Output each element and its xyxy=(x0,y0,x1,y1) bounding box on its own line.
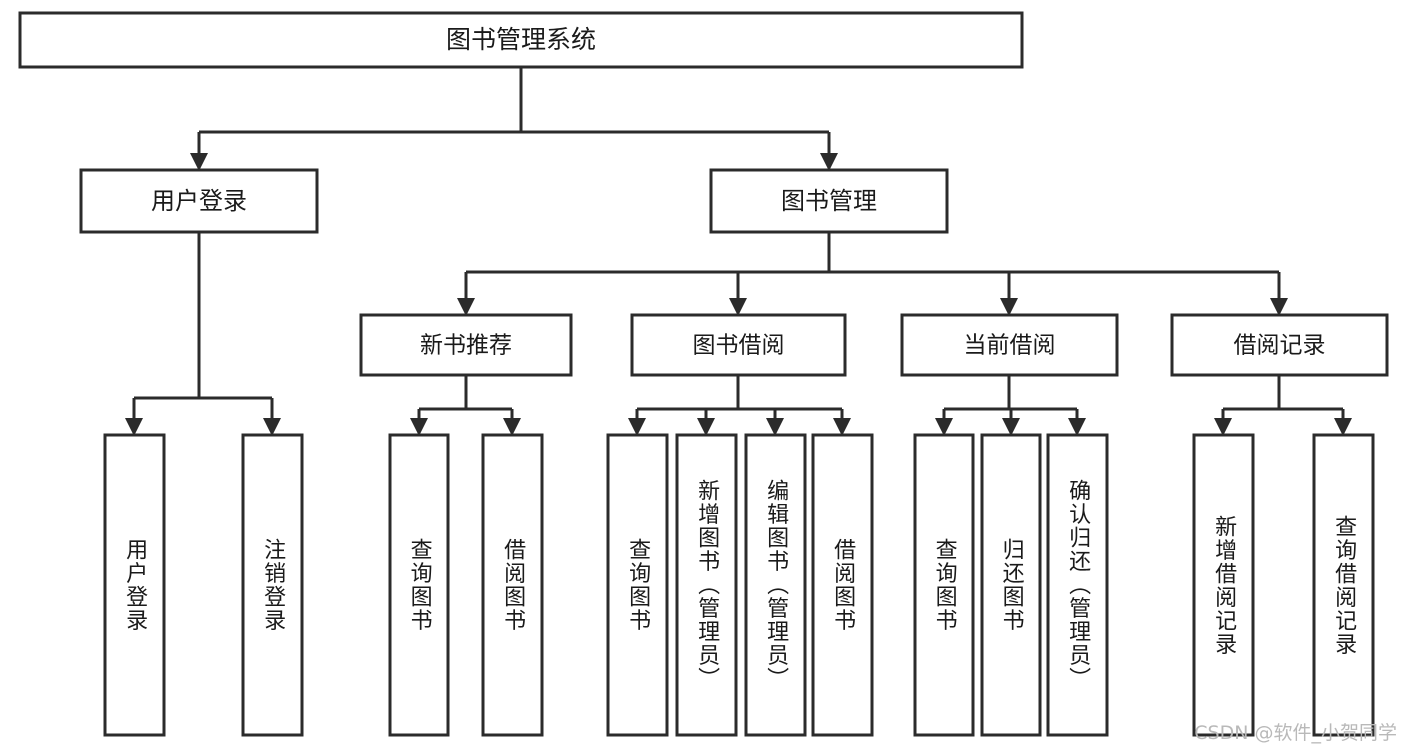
node-new-book-recommend[interactable]: 新书推荐 xyxy=(359,313,573,377)
node-book-borrow-box[interactable] xyxy=(630,313,847,377)
node-book-borrow[interactable]: 图书借阅 xyxy=(630,313,847,377)
node-leaf-query-book-current-label-wrap: 查询图书 xyxy=(931,538,957,632)
node-leaf-user-login[interactable]: 用户登录 xyxy=(103,433,166,737)
node-user-login-box[interactable] xyxy=(79,168,319,234)
arrow-head-icon xyxy=(628,418,646,436)
node-book-borrow-label: 图书借阅 xyxy=(693,333,785,359)
node-leaf-confirm-return-admin-label: 确认归还（管理员） xyxy=(1065,479,1091,691)
node-user-login[interactable]: 用户登录 xyxy=(79,168,319,234)
arrow-head-icon xyxy=(833,418,851,436)
node-borrow-record-box[interactable] xyxy=(1170,313,1389,377)
arrow-head-icon xyxy=(935,418,953,436)
node-leaf-query-book-rec[interactable]: 查询图书 xyxy=(388,433,450,737)
node-root-system-box[interactable] xyxy=(18,11,1024,69)
connectors-layer xyxy=(125,67,1352,436)
node-leaf-query-book-current[interactable]: 查询图书 xyxy=(913,433,975,737)
node-leaf-query-book-current-label: 查询图书 xyxy=(931,538,957,632)
node-leaf-query-book-rec-label-wrap: 查询图书 xyxy=(406,538,432,632)
node-leaf-add-borrow-record[interactable]: 新增借阅记录 xyxy=(1192,433,1255,737)
node-new-book-recommend-box[interactable] xyxy=(359,313,573,377)
arrow-head-icon xyxy=(766,418,784,436)
arrow-head-icon xyxy=(125,418,143,436)
node-leaf-logout-login-label-wrap: 注销登录 xyxy=(260,538,286,632)
node-leaf-borrow-book[interactable]: 借阅图书 xyxy=(811,433,874,737)
node-leaf-edit-book-admin-box[interactable] xyxy=(744,433,807,737)
node-leaf-confirm-return-admin-label-wrap: 确认归还（管理员） xyxy=(1065,479,1091,691)
node-book-manage[interactable]: 图书管理 xyxy=(709,168,949,234)
node-leaf-query-borrow-record-label: 查询借阅记录 xyxy=(1331,514,1357,656)
node-leaf-query-book-borrow[interactable]: 查询图书 xyxy=(606,433,669,737)
node-leaf-add-book-admin-label-wrap: 新增图书（管理员） xyxy=(694,479,720,691)
node-leaf-edit-book-admin[interactable]: 编辑图书（管理员） xyxy=(744,433,807,737)
node-borrow-record[interactable]: 借阅记录 xyxy=(1170,313,1389,377)
arrow-head-icon xyxy=(1214,418,1232,436)
arrow-head-icon xyxy=(1270,298,1288,316)
node-leaf-logout-login[interactable]: 注销登录 xyxy=(241,433,304,737)
node-leaf-borrow-book-rec[interactable]: 借阅图书 xyxy=(481,433,544,737)
arrow-head-icon xyxy=(1068,418,1086,436)
node-leaf-confirm-return-admin-box[interactable] xyxy=(1046,433,1109,737)
node-leaf-query-borrow-record-box[interactable] xyxy=(1312,433,1375,737)
node-leaf-return-book-label-wrap: 归还图书 xyxy=(998,538,1024,632)
node-leaf-borrow-book-rec-box[interactable] xyxy=(481,433,544,737)
node-leaf-borrow-book-label-wrap: 借阅图书 xyxy=(830,538,856,632)
node-leaf-query-book-borrow-box[interactable] xyxy=(606,433,669,737)
node-leaf-query-book-borrow-label: 查询图书 xyxy=(625,538,651,632)
node-leaf-query-borrow-record-label-wrap: 查询借阅记录 xyxy=(1331,514,1357,656)
node-user-login-label: 用户登录 xyxy=(151,187,247,215)
nodes-layer: 图书管理系统用户登录图书管理新书推荐图书借阅当前借阅借阅记录用户登录注销登录查询… xyxy=(18,11,1389,737)
node-leaf-add-book-admin-label: 新增图书（管理员） xyxy=(694,479,720,691)
arrow-head-icon xyxy=(263,418,281,436)
node-root-system[interactable]: 图书管理系统 xyxy=(18,11,1024,69)
node-leaf-add-borrow-record-box[interactable] xyxy=(1192,433,1255,737)
node-leaf-query-book-rec-label: 查询图书 xyxy=(406,538,432,632)
arrow-head-icon xyxy=(1002,418,1020,436)
node-leaf-add-borrow-record-label: 新增借阅记录 xyxy=(1211,514,1237,656)
node-leaf-return-book-label: 归还图书 xyxy=(998,538,1024,632)
node-leaf-user-login-label-wrap: 用户登录 xyxy=(122,538,148,632)
node-book-manage-box[interactable] xyxy=(709,168,949,234)
node-leaf-add-book-admin-box[interactable] xyxy=(675,433,738,737)
node-leaf-add-borrow-record-label-wrap: 新增借阅记录 xyxy=(1211,514,1237,656)
node-leaf-user-login-box[interactable] xyxy=(103,433,166,737)
node-book-manage-label: 图书管理 xyxy=(781,187,877,215)
node-leaf-borrow-book-label: 借阅图书 xyxy=(830,538,856,632)
arrow-head-icon xyxy=(457,298,475,316)
node-new-book-recommend-label: 新书推荐 xyxy=(420,333,512,359)
arrow-head-icon xyxy=(410,418,428,436)
arrow-head-icon xyxy=(729,298,747,316)
arrow-head-icon xyxy=(820,153,838,171)
node-borrow-record-label: 借阅记录 xyxy=(1234,333,1326,359)
node-current-borrow-box[interactable] xyxy=(900,313,1119,377)
node-leaf-return-book-box[interactable] xyxy=(980,433,1042,737)
arrow-head-icon xyxy=(503,418,521,436)
node-root-system-label: 图书管理系统 xyxy=(446,25,596,54)
node-leaf-query-book-borrow-label-wrap: 查询图书 xyxy=(625,538,651,632)
node-current-borrow-label: 当前借阅 xyxy=(964,333,1056,359)
node-leaf-return-book[interactable]: 归还图书 xyxy=(980,433,1042,737)
node-leaf-confirm-return-admin[interactable]: 确认归还（管理员） xyxy=(1046,433,1109,737)
node-leaf-edit-book-admin-label-wrap: 编辑图书（管理员） xyxy=(763,479,789,691)
node-leaf-query-book-rec-box[interactable] xyxy=(388,433,450,737)
node-leaf-logout-login-box[interactable] xyxy=(241,433,304,737)
arrow-head-icon xyxy=(190,153,208,171)
node-leaf-borrow-book-rec-label-wrap: 借阅图书 xyxy=(500,538,526,632)
node-leaf-borrow-book-rec-label: 借阅图书 xyxy=(500,538,526,632)
node-leaf-edit-book-admin-label: 编辑图书（管理员） xyxy=(763,479,789,691)
arrow-head-icon xyxy=(1334,418,1352,436)
node-leaf-user-login-label: 用户登录 xyxy=(122,538,148,632)
node-leaf-logout-login-label: 注销登录 xyxy=(260,538,286,632)
node-current-borrow[interactable]: 当前借阅 xyxy=(900,313,1119,377)
arrow-head-icon xyxy=(697,418,715,436)
node-leaf-borrow-book-box[interactable] xyxy=(811,433,874,737)
node-leaf-add-book-admin[interactable]: 新增图书（管理员） xyxy=(675,433,738,737)
arrow-head-icon xyxy=(1000,298,1018,316)
node-leaf-query-book-current-box[interactable] xyxy=(913,433,975,737)
node-leaf-query-borrow-record[interactable]: 查询借阅记录 xyxy=(1312,433,1375,737)
